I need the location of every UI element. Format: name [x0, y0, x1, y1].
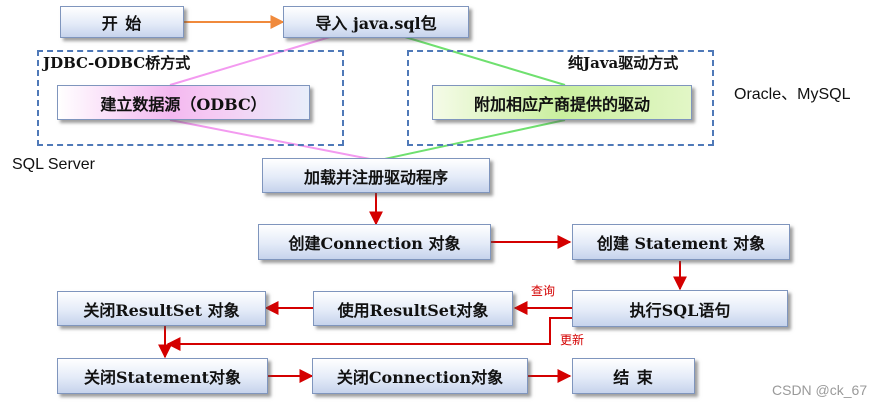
node-execute-sql: 执行SQL语句: [572, 290, 788, 327]
node-end: 结 束: [572, 358, 695, 394]
node-import-package: 导入 java.sql包: [283, 6, 469, 38]
node-use-resultset: 使用ResultSet对象: [313, 291, 513, 326]
odbc-path-bottom: [169, 119, 376, 161]
node-create-connection: 创建Connection 对象: [258, 224, 491, 260]
group-pure-java: [407, 50, 714, 146]
odbc-path-top: [169, 36, 331, 86]
node-create-statement: 创建 Statement 对象: [572, 224, 790, 260]
watermark: CSDN @ck_67: [772, 382, 868, 398]
java-path-bottom: [379, 119, 566, 161]
label-sql-server: SQL Server: [12, 156, 95, 173]
group-jdbc-odbc-label: JDBC-ODBC桥方式: [43, 54, 191, 72]
group-jdbc-odbc: [37, 50, 344, 146]
node-close-statement: 关闭Statement对象: [57, 358, 268, 394]
label-oracle-mysql: Oracle、MySQL: [734, 86, 851, 103]
node-close-resultset: 关闭ResultSet 对象: [57, 291, 266, 326]
node-close-connection: 关闭Connection对象: [312, 358, 528, 394]
arrow-execute-update-bypass: [166, 317, 572, 351]
node-vendor-driver: 附加相应产商提供的驱动: [432, 85, 692, 120]
edge-label-update: 更新: [560, 333, 585, 347]
group-pure-java-label: 纯Java驱动方式: [568, 54, 679, 72]
java-path-top: [404, 36, 566, 86]
edge-label-query: 查询: [531, 284, 556, 298]
node-start: 开 始: [60, 6, 184, 38]
node-load-driver: 加载并注册驱动程序: [262, 158, 490, 193]
node-datasource-odbc: 建立数据源（ODBC）: [57, 85, 310, 120]
